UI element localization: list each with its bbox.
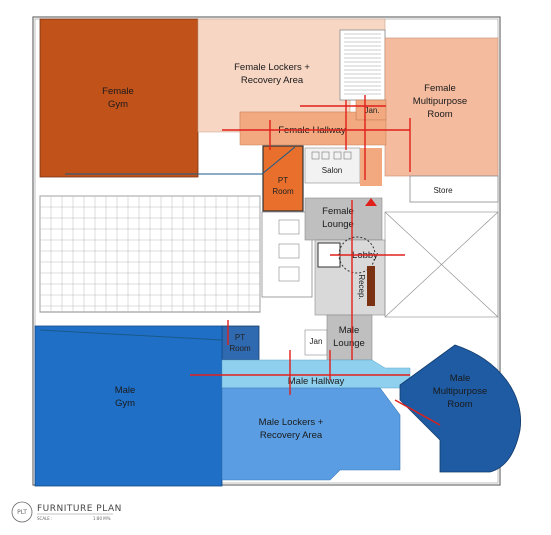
salon-side-strip xyxy=(360,148,382,186)
female-lockers-label: Female Lockers + xyxy=(234,62,310,73)
pt-room-male-label: PT xyxy=(235,333,245,342)
scale-label: SCALE : xyxy=(37,516,52,521)
male-gym-room[interactable] xyxy=(34,325,223,487)
red-annotations xyxy=(190,95,441,426)
female-lockers-label-2: Recovery Area xyxy=(241,75,304,86)
female-lounge-label: Female xyxy=(322,206,354,217)
male-lounge-label: Male xyxy=(339,325,360,336)
female-lounge-label-2: Lounge xyxy=(322,219,354,230)
skylight-grid xyxy=(39,195,261,313)
title-badge xyxy=(11,501,33,523)
female-multipurpose-room[interactable] xyxy=(384,37,499,177)
pt-room-female-label-2: Room xyxy=(272,187,294,196)
male-lockers-room[interactable] xyxy=(221,387,401,481)
male-multipurpose-label: Male xyxy=(450,373,471,384)
title-badge-text: PLT xyxy=(17,509,27,516)
male-gym-label-2: Gym xyxy=(115,398,135,409)
male-multipurpose-label-3: Room xyxy=(447,399,472,410)
male-lockers-label-2: Recovery Area xyxy=(260,430,323,441)
female-gym-label: Female xyxy=(102,86,134,97)
core-area xyxy=(261,211,313,298)
jan-female-label: Jan. xyxy=(364,106,379,115)
female-hallway[interactable] xyxy=(239,111,387,146)
atrium-lines xyxy=(384,211,499,318)
recep-desk xyxy=(367,266,375,306)
male-lockers-label: Male Lockers + xyxy=(259,417,324,428)
male-lounge-label-2: Lounge xyxy=(333,338,365,349)
stair-north xyxy=(339,29,386,101)
male-multipurpose-label-2: Multipurpose xyxy=(433,386,487,397)
male-gym-label: Male xyxy=(115,385,136,396)
male-multipurpose-room[interactable] xyxy=(399,344,522,473)
store-label: Store xyxy=(433,186,453,195)
recep-label: Recep. xyxy=(357,274,366,299)
salon-label: Salon xyxy=(322,166,342,175)
pt-room-female-label: PT xyxy=(278,176,288,185)
jan-male-label: Jan xyxy=(310,337,323,346)
scale-value: 1:80 M% xyxy=(93,516,111,521)
female-gym-room[interactable] xyxy=(39,18,199,178)
female-multipurpose-label: Female xyxy=(424,83,456,94)
male-hallway-label: Male Hallway xyxy=(288,376,345,387)
salon-chairs xyxy=(311,151,352,160)
female-multipurpose-label-2: Multipurpose xyxy=(413,96,467,107)
female-multipurpose-label-3: Room xyxy=(427,109,452,120)
title-block: PLT FURNITURE PLAN SCALE : 1:80 M% xyxy=(11,501,122,523)
blue-annotations xyxy=(39,146,296,341)
pt-room-male-label-2: Room xyxy=(229,344,251,353)
female-gym-label-2: Gym xyxy=(108,99,128,110)
store-room[interactable] xyxy=(409,175,499,203)
title-text: FURNITURE PLAN xyxy=(37,504,122,514)
lobby-arrow-up xyxy=(365,198,377,206)
